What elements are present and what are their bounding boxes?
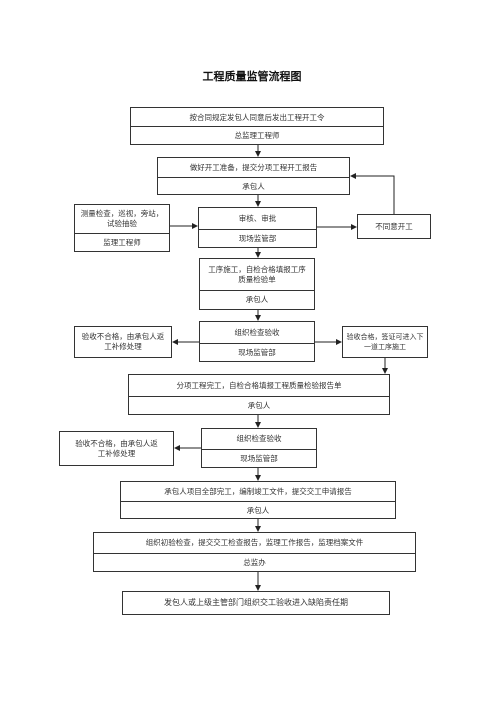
side-pass-next-process: 验收合格，签证可进入下一道工序施工 xyxy=(342,326,428,358)
divider xyxy=(158,177,349,178)
side-pass-next-process-text: 验收合格，签证可进入下一道工序施工 xyxy=(346,333,424,351)
step-issue-start-order-role: 总监理工程师 xyxy=(234,131,280,140)
step-inspection-acceptance-1-action: 组织检查验收 xyxy=(234,327,280,337)
side-reject-start-text: 不同意开工 xyxy=(375,221,413,231)
step-project-completion-role: 承包人 xyxy=(246,505,270,515)
step-inspection-acceptance-2-role: 现场监管部 xyxy=(240,454,278,463)
step-preliminary-inspection-action: 组织初验检查，提交交工检查报告，监理工作报告，监理档案文件 xyxy=(145,538,364,547)
step-prepare-start-report: 做好开工准备，提交分项工程开工报告 承包人 xyxy=(157,157,350,195)
step-issue-start-order: 按合同规定发包人同意后发出工程开工令 总监理工程师 xyxy=(130,107,384,145)
divider xyxy=(94,553,415,554)
step-prepare-start-report-role: 承包人 xyxy=(242,181,265,191)
divider xyxy=(200,343,314,344)
step-review-approve: 审核、审批 现场监管部 xyxy=(198,207,317,248)
step-handover-acceptance-text: 发包人或上级主管部门组织交工验收进入缺陷责任期 xyxy=(164,598,348,607)
step-inspection-acceptance-2: 组织检查验收 现场监管部 xyxy=(201,428,317,468)
step-issue-start-order-action: 按合同规定发包人同意后发出工程开工令 xyxy=(189,112,325,122)
step-prepare-start-report-action: 做好开工准备，提交分项工程开工报告 xyxy=(189,163,318,172)
side-fail-rework-2: 验收不合格，由承包人返工补修处理 xyxy=(59,431,174,466)
step-process-construction: 工序施工，自检合格填报工序质量检验单 承包人 xyxy=(199,258,315,310)
page-title: 工程质量监管流程图 xyxy=(202,70,302,83)
divider xyxy=(131,126,383,127)
side-fail-rework-1-text: 验收不合格，由承包人返工补修处理 xyxy=(81,332,165,351)
step-process-construction-action: 工序施工，自检合格填报工序质量检验单 xyxy=(208,264,306,284)
step-inspection-acceptance-2-action: 组织检查验收 xyxy=(236,434,282,443)
step-subitem-complete-report-action: 分项工程完工，自检合格填报工程质量检验报告单 xyxy=(176,380,342,390)
side-measure-inspection-role: 监理工程师 xyxy=(103,238,141,247)
arrow-reject-s2 xyxy=(350,173,395,214)
side-measure-inspection-action: 测量检查，巡视，旁站，试验抽验 xyxy=(80,209,164,228)
step-review-approve-role: 现场监管部 xyxy=(238,234,277,243)
side-fail-rework-2-text: 验收不合格，由承包人返工补修处理 xyxy=(75,438,158,458)
step-inspection-acceptance-1-role: 现场监管部 xyxy=(238,348,276,357)
step-review-approve-action: 审核、审批 xyxy=(238,213,277,223)
step-project-completion: 承包人项目全部完工，编制竣工文件，提交交工申请报告 承包人 xyxy=(120,481,396,519)
side-fail-rework-1: 验收不合格，由承包人返工补修处理 xyxy=(74,326,172,358)
step-inspection-acceptance-1: 组织检查验收 现场监管部 xyxy=(199,321,315,362)
side-measure-inspection: 测量检查，巡视，旁站，试验抽验 监理工程师 xyxy=(74,204,170,252)
step-process-construction-role: 承包人 xyxy=(245,295,269,304)
step-subitem-complete-report: 分项工程完工，自检合格填报工程质量检验报告单 承包人 xyxy=(128,374,390,415)
step-preliminary-inspection: 组织初验检查，提交交工检查报告，监理工作报告，监理档案文件 总监办 xyxy=(93,532,416,572)
divider xyxy=(199,229,316,230)
step-handover-acceptance: 发包人或上级主管部门组织交工验收进入缺陷责任期 xyxy=(122,591,390,615)
divider xyxy=(129,396,389,397)
divider xyxy=(75,233,169,234)
step-preliminary-inspection-role: 总监办 xyxy=(243,558,266,567)
divider xyxy=(200,290,314,291)
side-reject-start: 不同意开工 xyxy=(357,214,431,239)
divider xyxy=(121,501,395,502)
step-subitem-complete-report-role: 承包人 xyxy=(247,401,271,410)
step-project-completion-action: 承包人项目全部完工，编制竣工文件，提交交工申请报告 xyxy=(164,486,352,496)
divider xyxy=(202,449,316,450)
